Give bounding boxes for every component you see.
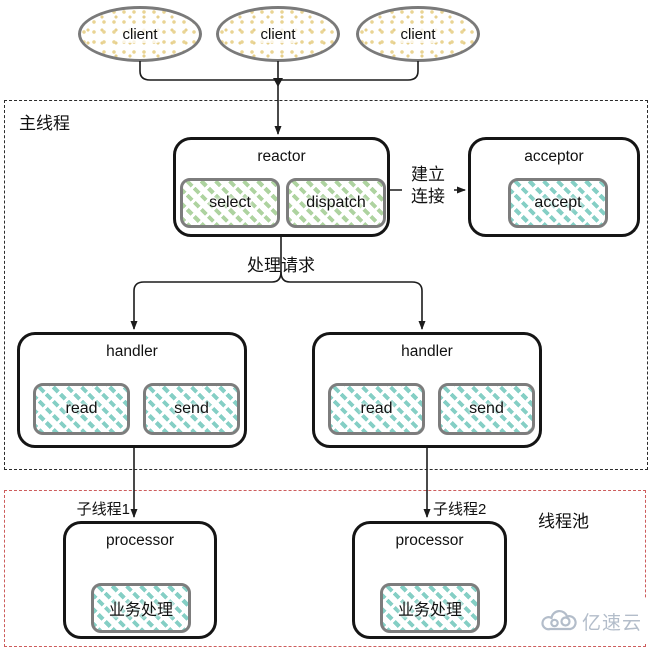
- accept-box: accept: [508, 178, 608, 228]
- main-thread-label: 主线程: [19, 114, 70, 133]
- client-ellipse-3: client: [356, 6, 480, 62]
- watermark-text: 亿速云: [581, 612, 642, 634]
- select-box: select: [180, 178, 280, 228]
- read-box: read: [33, 383, 130, 435]
- dispatch-box: dispatch: [286, 178, 386, 228]
- client-label: client: [120, 25, 160, 43]
- thread-pool-label: 线程池: [538, 512, 589, 531]
- thread-pool-region: 线程池: [4, 490, 646, 647]
- client-label: client: [398, 25, 438, 43]
- processor-title: processor: [105, 532, 175, 549]
- subthread2-label: 子线程2: [433, 501, 487, 518]
- reactor-title: reactor: [257, 148, 306, 165]
- subthread1-label: 子线程1: [76, 501, 130, 518]
- send-box: send: [143, 383, 240, 435]
- processor-title: processor: [395, 532, 464, 549]
- client-ellipse-1: client: [78, 6, 202, 62]
- acceptor-box: acceptor accept: [468, 137, 640, 237]
- read-box: read: [328, 383, 425, 435]
- client1-wire: [139, 61, 278, 81]
- reactor-to-handler2-arrow: [280, 271, 426, 330]
- processor-box-left: processor 业务处理: [63, 521, 217, 639]
- business-task-box: 业务处理: [380, 583, 480, 633]
- cloud-logo-icon: [541, 610, 577, 631]
- establish-connection-label: 建立 连接: [402, 164, 454, 208]
- handle-request-label: 处理请求: [247, 256, 315, 275]
- merge-arrowhead: [273, 78, 283, 87]
- send-box: send: [438, 383, 535, 435]
- client3-wire: [278, 61, 419, 81]
- main-thread-region: 主线程: [4, 100, 648, 470]
- client-label: client: [258, 25, 298, 43]
- watermark: 亿速云: [536, 598, 648, 644]
- acceptor-title: acceptor: [524, 148, 584, 165]
- reactor-to-handler1-arrow: [130, 271, 282, 330]
- handler-title: handler: [106, 343, 158, 360]
- handler-box-left: handler read send: [17, 332, 247, 448]
- business-task-box: 业务处理: [91, 583, 191, 633]
- reactor-box: reactor select dispatch: [173, 137, 390, 237]
- client-ellipse-2: client: [216, 6, 340, 62]
- handler-title: handler: [401, 343, 453, 360]
- processor-box-right: processor 业务处理: [352, 521, 507, 639]
- handler-box-right: handler read send: [312, 332, 542, 448]
